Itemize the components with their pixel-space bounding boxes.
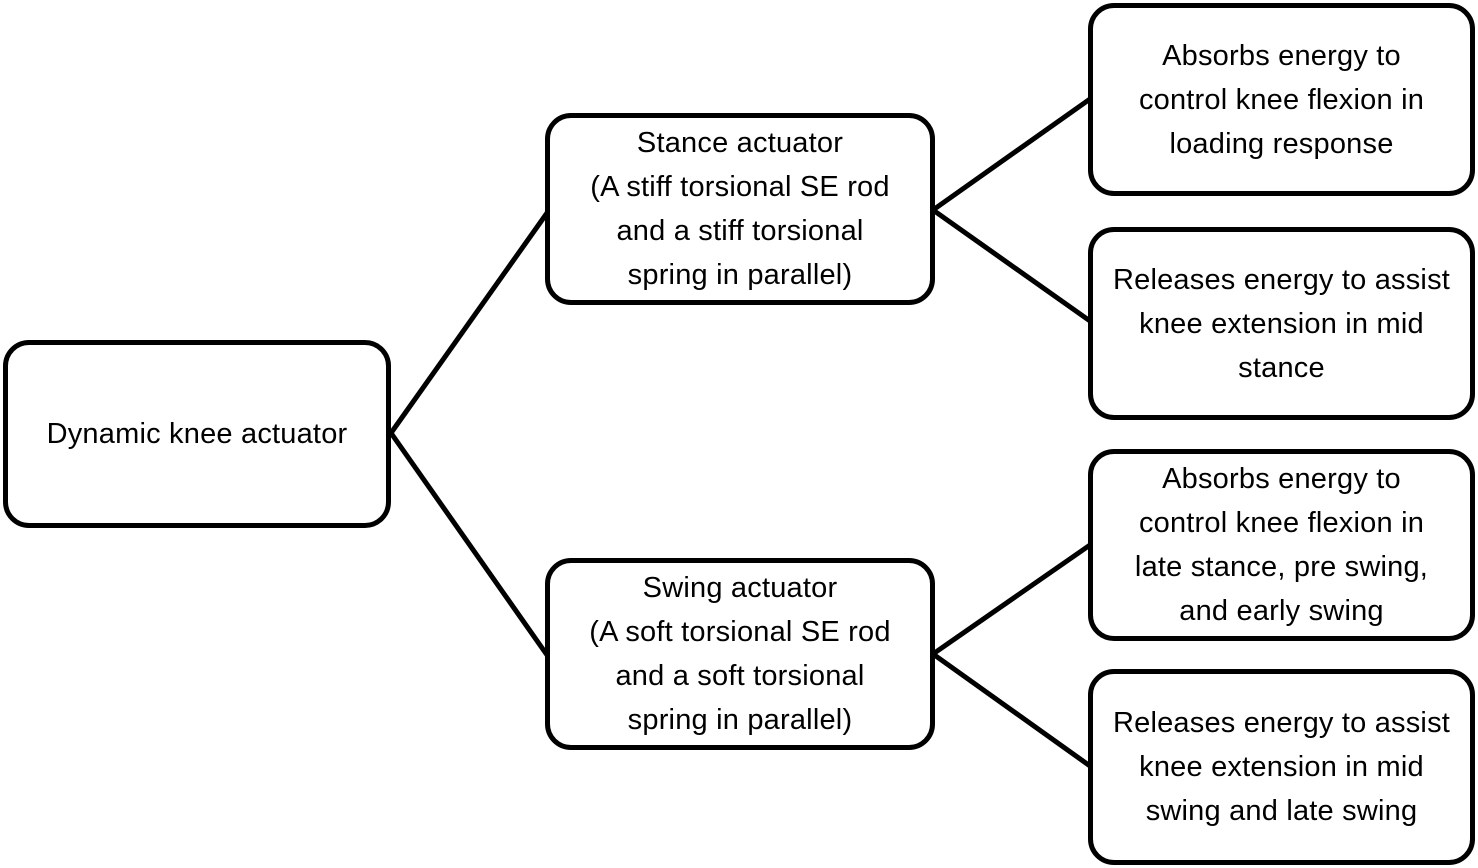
swing-absorb-energy-label: Absorbs energy to control knee flexion i… (1134, 463, 1429, 627)
swing-actuator-node: Swing actuator (A soft torsional SE rod … (545, 558, 935, 750)
swing-release-energy-node: Releases energy to assist knee extension… (1088, 669, 1475, 865)
swing-actuator-label: Swing actuator (A soft torsional SE rod … (589, 572, 891, 736)
stance-release-energy-label: Releases energy to assist knee extension… (1112, 263, 1451, 384)
stance-absorb-energy-label: Absorbs energy to control knee flexion i… (1138, 39, 1425, 160)
connector-stance-to-release (931, 207, 1092, 324)
connector-stance-to-absorb (931, 96, 1092, 213)
stance-actuator-node: Stance actuator (A stiff torsional SE ro… (545, 113, 935, 305)
stance-release-energy-node: Releases energy to assist knee extension… (1088, 227, 1475, 420)
swing-release-energy-label: Releases energy to assist knee extension… (1112, 707, 1451, 827)
connector-root-to-stance (388, 211, 550, 435)
connector-swing-to-absorb (931, 542, 1092, 657)
root-node-dynamic-knee-actuator: Dynamic knee actuator (3, 340, 391, 528)
root-node-label: Dynamic knee actuator (46, 418, 348, 450)
connector-swing-to-release (931, 651, 1092, 769)
stance-actuator-label: Stance actuator (A stiff torsional SE ro… (590, 127, 890, 291)
swing-absorb-energy-node: Absorbs energy to control knee flexion i… (1088, 449, 1475, 641)
connector-root-to-swing (388, 431, 550, 657)
stance-absorb-energy-node: Absorbs energy to control knee flexion i… (1088, 3, 1475, 196)
